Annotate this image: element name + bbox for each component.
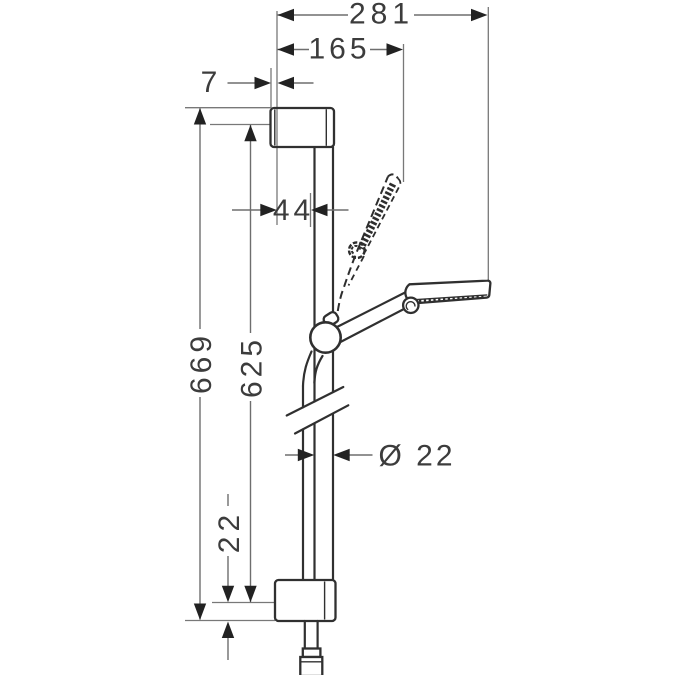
arrowhead-down — [244, 585, 257, 603]
spray-face-line — [416, 294, 488, 301]
dim-bar-diameter: Ø 22 — [285, 440, 456, 473]
dim-overall-width: 281 — [277, 0, 488, 31]
arrowhead-left — [277, 76, 294, 90]
arrowhead-up — [193, 108, 207, 125]
arrowhead-left — [277, 43, 294, 56]
arrowhead-right — [471, 8, 488, 22]
top-bracket — [269, 106, 336, 149]
dim-label-281: 281 — [349, 0, 414, 31]
wall-bar-rail — [314, 147, 333, 580]
bottom-bracket — [273, 578, 337, 623]
dim-label-669: 669 — [185, 332, 218, 394]
slider-holder — [308, 320, 342, 354]
arrowhead-down — [193, 603, 207, 620]
arrowhead-up — [221, 621, 235, 638]
hand-shower-head — [401, 279, 492, 315]
break-symbol — [285, 385, 350, 435]
arrowhead-right — [297, 448, 315, 462]
arrowhead-up — [244, 124, 257, 142]
hand-shower-handle — [334, 290, 409, 344]
dimensions: 281 165 7 44 669 — [185, 0, 488, 660]
dim-label-22: 22 — [213, 510, 246, 553]
dim-label-165: 165 — [308, 33, 370, 66]
arrowhead-left — [311, 203, 328, 217]
arrowhead-right — [386, 43, 403, 56]
dim-label-7: 7 — [201, 66, 218, 99]
raised-hose-nut — [347, 241, 366, 260]
hose-outlet-fitting — [299, 619, 324, 675]
arrowhead-left — [277, 8, 294, 22]
dim-label-44: 44 — [273, 194, 314, 227]
dim-label-diameter: Ø 22 — [379, 440, 456, 473]
arrowhead-down — [221, 585, 235, 603]
dim-overall-height: 669 — [185, 108, 218, 620]
arrowhead-left — [333, 448, 350, 462]
dim-end-clearance: 22 — [213, 494, 246, 660]
dim-plate-offset: 7 — [201, 66, 314, 99]
arrowhead-right — [254, 76, 271, 90]
raised-spray-face — [357, 182, 397, 251]
hose-nut — [401, 296, 420, 315]
dim-handshower-reach: 165 — [277, 33, 403, 66]
dim-rail-offset: 44 — [232, 194, 349, 227]
hand-shower-raised-outline — [336, 173, 402, 312]
dim-label-625: 625 — [236, 336, 269, 398]
arrowhead-right — [260, 203, 277, 217]
spray-nozzles — [418, 294, 486, 303]
dim-bar-length: 625 — [236, 124, 269, 603]
